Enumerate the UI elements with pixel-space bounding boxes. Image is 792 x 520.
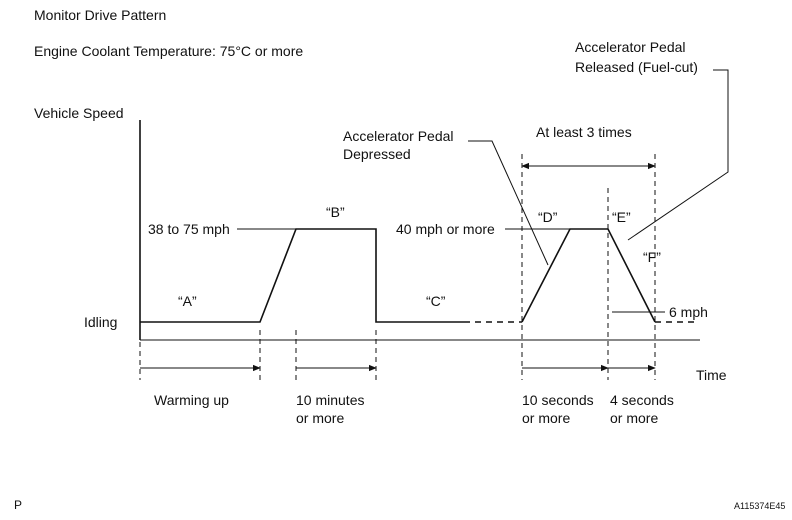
speed-trace-a-c [140, 228, 464, 323]
idling-label: Idling [84, 314, 117, 330]
speed-trace-d-f [521, 228, 656, 323]
time-axis-label: Time [696, 367, 727, 383]
phase-f-label: “F” [643, 249, 661, 265]
depressed-annotation-line2: Depressed [343, 146, 411, 162]
repeat-label: At least 3 times [536, 124, 632, 140]
phase-d-label: “D” [538, 209, 558, 225]
depressed-leader [468, 140, 549, 266]
e-duration-line1: 4 seconds [610, 392, 674, 408]
footer-left-mark: P [14, 498, 22, 512]
phase-a-label: “A” [178, 293, 197, 309]
figure-id: A115374E45 [734, 501, 785, 511]
d-duration-line1: 10 seconds [522, 392, 594, 408]
phase-b-label: “B” [326, 204, 345, 220]
d-speed-label: 40 mph or more [396, 221, 495, 237]
released-annotation-line1: Accelerator Pedal [575, 39, 686, 55]
depressed-annotation-line1: Accelerator Pedal [343, 128, 454, 144]
f-speed-label: 6 mph [669, 304, 708, 320]
d-duration-line2: or more [522, 410, 570, 426]
warming-label: Warming up [154, 392, 229, 408]
page-title: Monitor Drive Pattern [34, 7, 166, 23]
released-leader [627, 69, 729, 241]
b-duration-line1: 10 minutes [296, 392, 364, 408]
b-duration-line2: or more [296, 410, 344, 426]
phase-c-label: “C” [426, 293, 446, 309]
e-duration-line2: or more [610, 410, 658, 426]
speed-axis-label: Vehicle Speed [34, 105, 124, 121]
phase-e-label: “E” [612, 209, 631, 225]
released-annotation-line2: Released (Fuel-cut) [575, 59, 698, 75]
b-speed-label: 38 to 75 mph [148, 221, 230, 237]
coolant-condition: Engine Coolant Temperature: 75°C or more [34, 43, 303, 59]
